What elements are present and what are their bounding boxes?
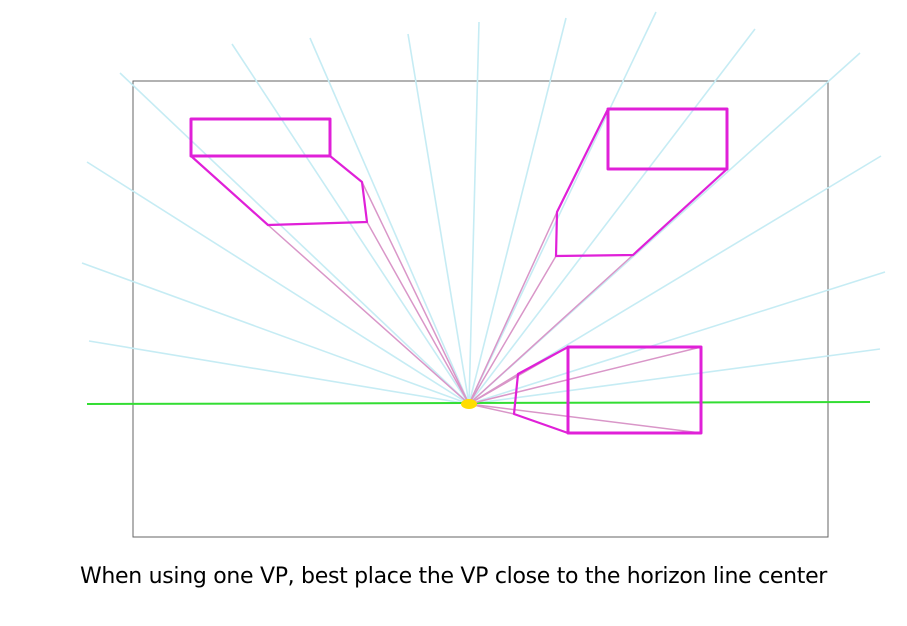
receding-line (468, 211, 558, 405)
construction-line (309, 37, 470, 405)
construction-line (468, 348, 881, 405)
construction-line (468, 11, 657, 405)
horizon-line (86, 401, 871, 405)
construction-line (407, 33, 470, 405)
receding-line (468, 254, 634, 405)
box-top-left-back-edges (190, 155, 369, 227)
box-bottom-right-back-edges (512, 346, 569, 435)
construction-line (468, 17, 567, 405)
box-top-right-back-edges (554, 108, 728, 258)
receding-line (468, 373, 519, 405)
picture-frame (132, 80, 829, 538)
vanishing-point (461, 399, 477, 409)
receding-line (361, 181, 470, 405)
box-top-right-front-face (606, 107, 729, 171)
construction-line (468, 28, 756, 405)
receding-line (468, 346, 702, 405)
construction-lines (81, 11, 886, 405)
box-bottom-right (512, 345, 703, 435)
construction-line (88, 340, 470, 405)
box-top-left (189, 117, 369, 227)
receding-lines (267, 181, 702, 434)
construction-line (86, 161, 470, 405)
box-top-left-front-face (189, 117, 332, 158)
construction-line (468, 271, 886, 405)
construction-line (468, 21, 480, 405)
receding-line (468, 403, 702, 434)
receding-line (468, 255, 557, 405)
caption: When using one VP, best place the VP clo… (79, 564, 828, 589)
box-bottom-right-front-face (566, 345, 703, 435)
box-top-right (554, 107, 729, 258)
construction-line (81, 262, 470, 405)
construction-line (231, 43, 470, 405)
receding-line (366, 221, 470, 405)
construction-line (119, 72, 470, 405)
receding-line (267, 224, 470, 405)
